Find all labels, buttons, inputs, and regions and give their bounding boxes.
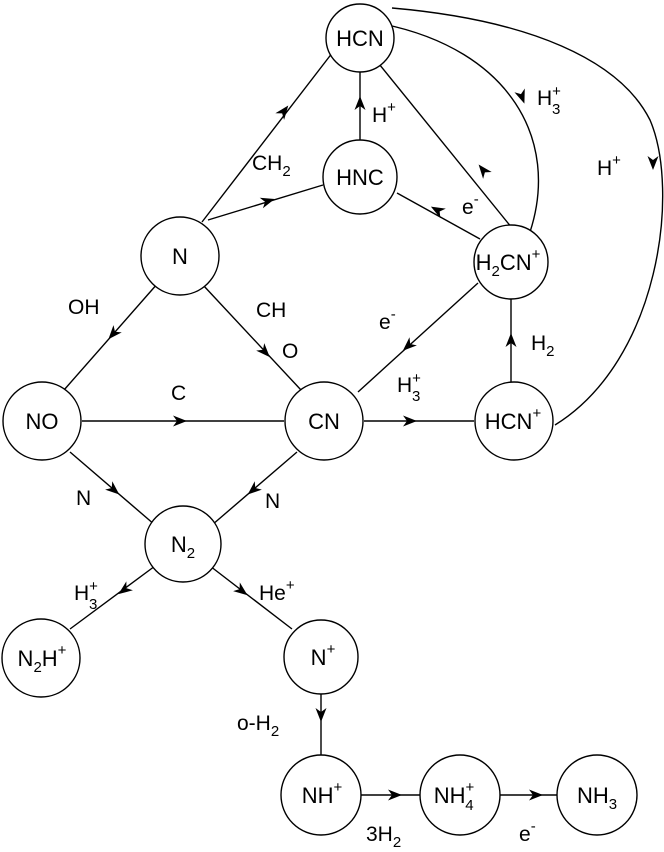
node-no: NO [2,381,82,461]
svg-text:H2: H2 [531,332,555,360]
label-cn-to-hcnp-h3plus: H+3 [397,370,421,405]
arrowhead-n-to-hnc [259,197,275,209]
arrowhead-cn-to-n2 [247,481,262,495]
label-electron-bottom: e- [519,818,536,846]
edge-n-to-cn [202,284,302,391]
edge-h2cnp-to-cn [357,282,479,393]
label-h2cnp-to-hcn-h3plus: H+3 [537,83,561,118]
svg-text:N2: N2 [171,532,195,562]
label-n-left: N [76,487,91,510]
edge-n2-to-np [209,565,293,630]
node-n2: N2 [144,505,222,583]
svg-text:N2H+: N2H+ [18,642,67,676]
svg-text:He+: He+ [259,577,295,605]
svg-text:H+3: H+3 [397,370,421,405]
label-ch: CH [256,299,286,322]
arrowhead-hcnp-to-hcn-h [647,156,659,170]
svg-text:3H2: 3H2 [366,823,401,851]
label-hnc-to-hcn: H+ [372,99,396,127]
species-nodes: HCN HNC N H2CN+ NO CN HCN+ N2 [1,3,638,836]
svg-text:H+3: H+3 [74,578,98,613]
svg-text:e-: e- [379,306,396,334]
arrowhead-nh4p-to-nh3 [529,789,543,801]
edge-n2-to-n2hp [69,565,156,630]
svg-text:N: N [172,244,188,269]
svg-text:H+: H+ [597,152,621,180]
arrowhead-n2-to-np [233,582,248,596]
node-nh3: NH3 [556,754,638,836]
label-hcnp-to-hcn-hplus: H+ [597,152,621,180]
node-hcn-plus: HCN+ [474,381,554,461]
arrowhead-h2cnp-to-hnc [430,206,446,219]
node-nh-plus: NH+ [280,754,362,836]
svg-text:NH3: NH3 [577,783,617,813]
svg-text:OH: OH [68,296,100,319]
edge-n-to-hcn [201,47,337,223]
node-n: N [140,216,220,296]
svg-text:CH2: CH2 [252,152,291,180]
svg-text:N: N [76,487,91,510]
svg-text:H+3: H+3 [537,83,561,118]
svg-text:NO: NO [26,409,59,434]
label-electron-h2cnp-to-hnc: e- [462,191,479,219]
arrowhead-no-to-n2 [105,481,120,495]
svg-text:NH+4: NH+4 [434,779,475,814]
node-n2h-plus: N2H+ [1,618,81,698]
node-cn: CN [284,381,364,461]
svg-text:NH+: NH+ [302,779,343,808]
node-nh4-plus: NH+4 [419,754,501,836]
edge-hcnp-to-hcn-h [391,7,664,426]
arrowhead-n2-to-n2hp [118,581,133,595]
arrowhead-nhp-to-nh4p [388,789,402,801]
arrowhead-n-to-no [108,325,122,340]
label-o: O [282,340,298,363]
arrowhead-hnc-to-hcn [354,96,366,110]
svg-text:e-: e- [462,191,479,219]
svg-text:HCN+: HCN+ [485,405,542,434]
label-oh: OH [68,296,100,319]
svg-text:N: N [265,490,280,513]
svg-text:HNC: HNC [336,165,384,190]
arrowhead-h2cnp-to-cn [402,337,417,351]
arrowheads [105,88,659,801]
arrowhead-no-to-cn [173,415,187,427]
label-n-right: N [265,490,280,513]
svg-text:CH: CH [256,299,286,322]
arrowhead-hcn-to-h2cnp [478,164,492,179]
label-c: C [171,382,186,405]
arrowhead-np-to-nhp [315,708,327,722]
svg-text:N+: N+ [311,641,336,670]
edge-h2cnp-to-hnc [396,192,481,240]
label-he-plus: He+ [259,577,295,605]
svg-text:CN: CN [308,409,340,434]
edge-h2cnp-to-hcn-h3 [382,23,540,233]
node-h2cn-plus: H2CN+ [473,224,549,300]
svg-text:H2CN+: H2CN+ [476,246,541,280]
svg-text:HCN: HCN [336,26,384,51]
label-ortho-h2: o-H2 [237,712,279,740]
arrowhead-hcnp-to-h2cnp [505,333,517,347]
arrowhead-n-to-hcn [275,105,289,120]
label-3h2: 3H2 [366,823,401,851]
svg-text:C: C [171,382,186,405]
svg-text:o-H2: o-H2 [237,712,279,740]
edge-hcn-to-h2cnp [374,58,513,229]
label-electron-h2cnp-to-cn: e- [379,306,396,334]
label-h2: H2 [531,332,555,360]
edges [63,7,664,796]
arrowhead-cn-to-hcnp [403,415,417,427]
svg-text:H+: H+ [372,99,396,127]
arrowhead-n-to-cn [256,343,270,358]
svg-text:e-: e- [519,818,536,846]
arrowhead-h2cnp-to-hcn-h3 [514,88,525,104]
node-hcn: HCN [325,3,395,73]
edge-labels: H+ H+3 H+ CH2 e- OH CH O e- H2 C [68,83,621,851]
node-n-plus: N+ [283,619,359,695]
svg-text:O: O [282,340,298,363]
node-hnc: HNC [322,139,398,215]
label-ch2: CH2 [252,152,291,180]
label-n2-to-n2hp-h3plus: H+3 [74,578,98,613]
